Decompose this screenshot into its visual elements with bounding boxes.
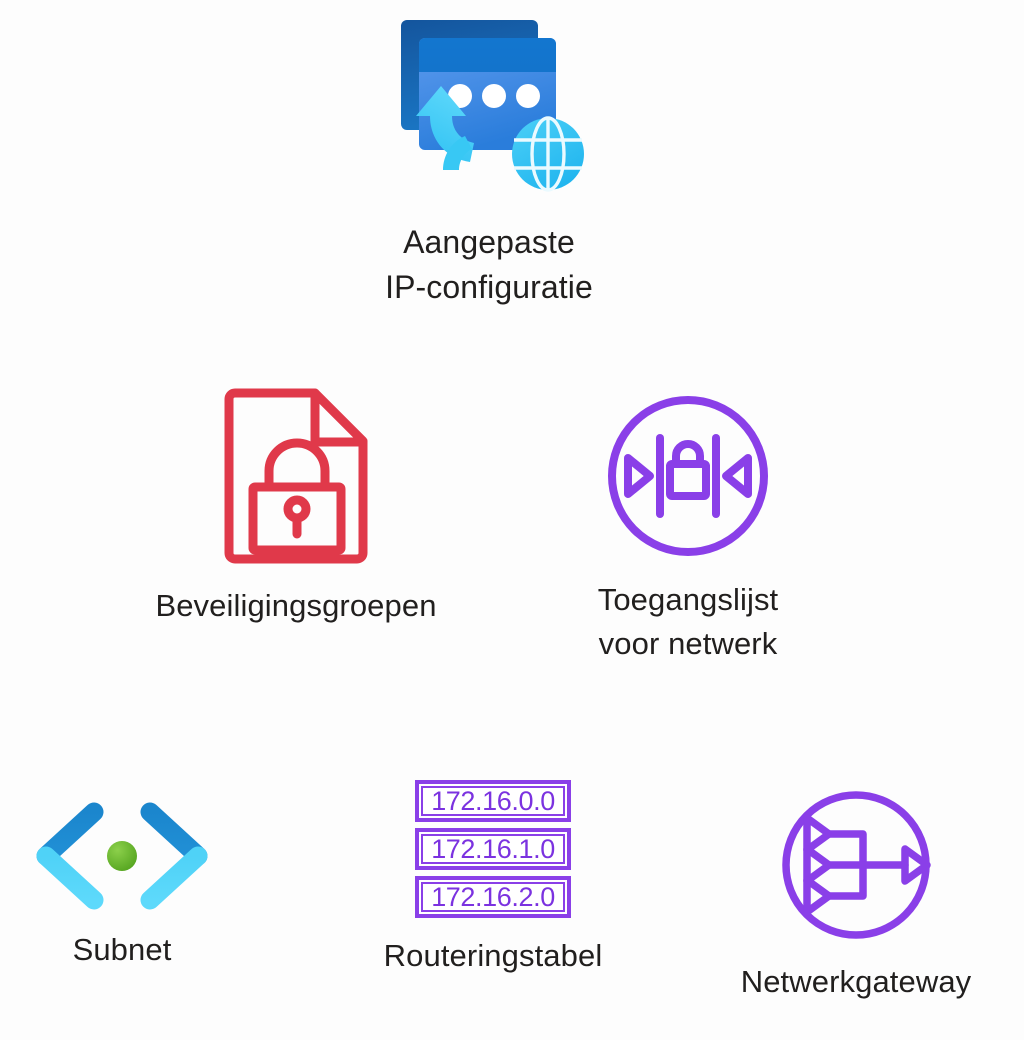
node-label-network-gateway: Netwerkgateway [740, 964, 972, 999]
route-table-rows: 172.16.0.0 172.16.1.0 172.16.2.0 [415, 780, 571, 918]
node-label-custom-ip-configuration: Aangepaste IP-configuratie [385, 224, 593, 306]
route-address: 172.16.1.0 [421, 834, 565, 864]
security-groups-document-lock-icon [220, 386, 372, 566]
custom-ip-configuration-icon [394, 14, 584, 204]
route-table-row[interactable]: 172.16.2.0 [415, 876, 571, 918]
network-access-list-icon [602, 390, 774, 562]
node-label-subnet: Subnet [72, 932, 172, 967]
node-label-security-groups: Beveiligingsgroepen [155, 588, 437, 623]
subnet-angle-brackets-icon [32, 800, 212, 912]
node-subnet[interactable]: Subnet [12, 800, 232, 972]
network-gateway-icon [777, 786, 935, 944]
node-route-table[interactable]: 172.16.0.0 172.16.1.0 172.16.2.0 Routeri… [370, 780, 616, 978]
route-address: 172.16.2.0 [421, 882, 565, 912]
node-network-access-list[interactable]: Toegangslijst voor netwerk [543, 390, 833, 666]
node-label-route-table: Routeringstabel [383, 938, 603, 973]
route-table-icon: 172.16.0.0 172.16.1.0 172.16.2.0 [415, 780, 571, 918]
route-address: 172.16.0.0 [421, 786, 565, 816]
route-table-row[interactable]: 172.16.0.0 [415, 780, 571, 822]
node-label-network-access-list: Toegangslijst voor netwerk [597, 582, 779, 662]
node-security-groups[interactable]: Beveiligingsgroepen [146, 386, 446, 628]
node-custom-ip-configuration[interactable]: Aangepaste IP-configuratie [334, 14, 644, 311]
route-table-row[interactable]: 172.16.1.0 [415, 828, 571, 870]
node-network-gateway[interactable]: Netwerkgateway [714, 786, 998, 1004]
